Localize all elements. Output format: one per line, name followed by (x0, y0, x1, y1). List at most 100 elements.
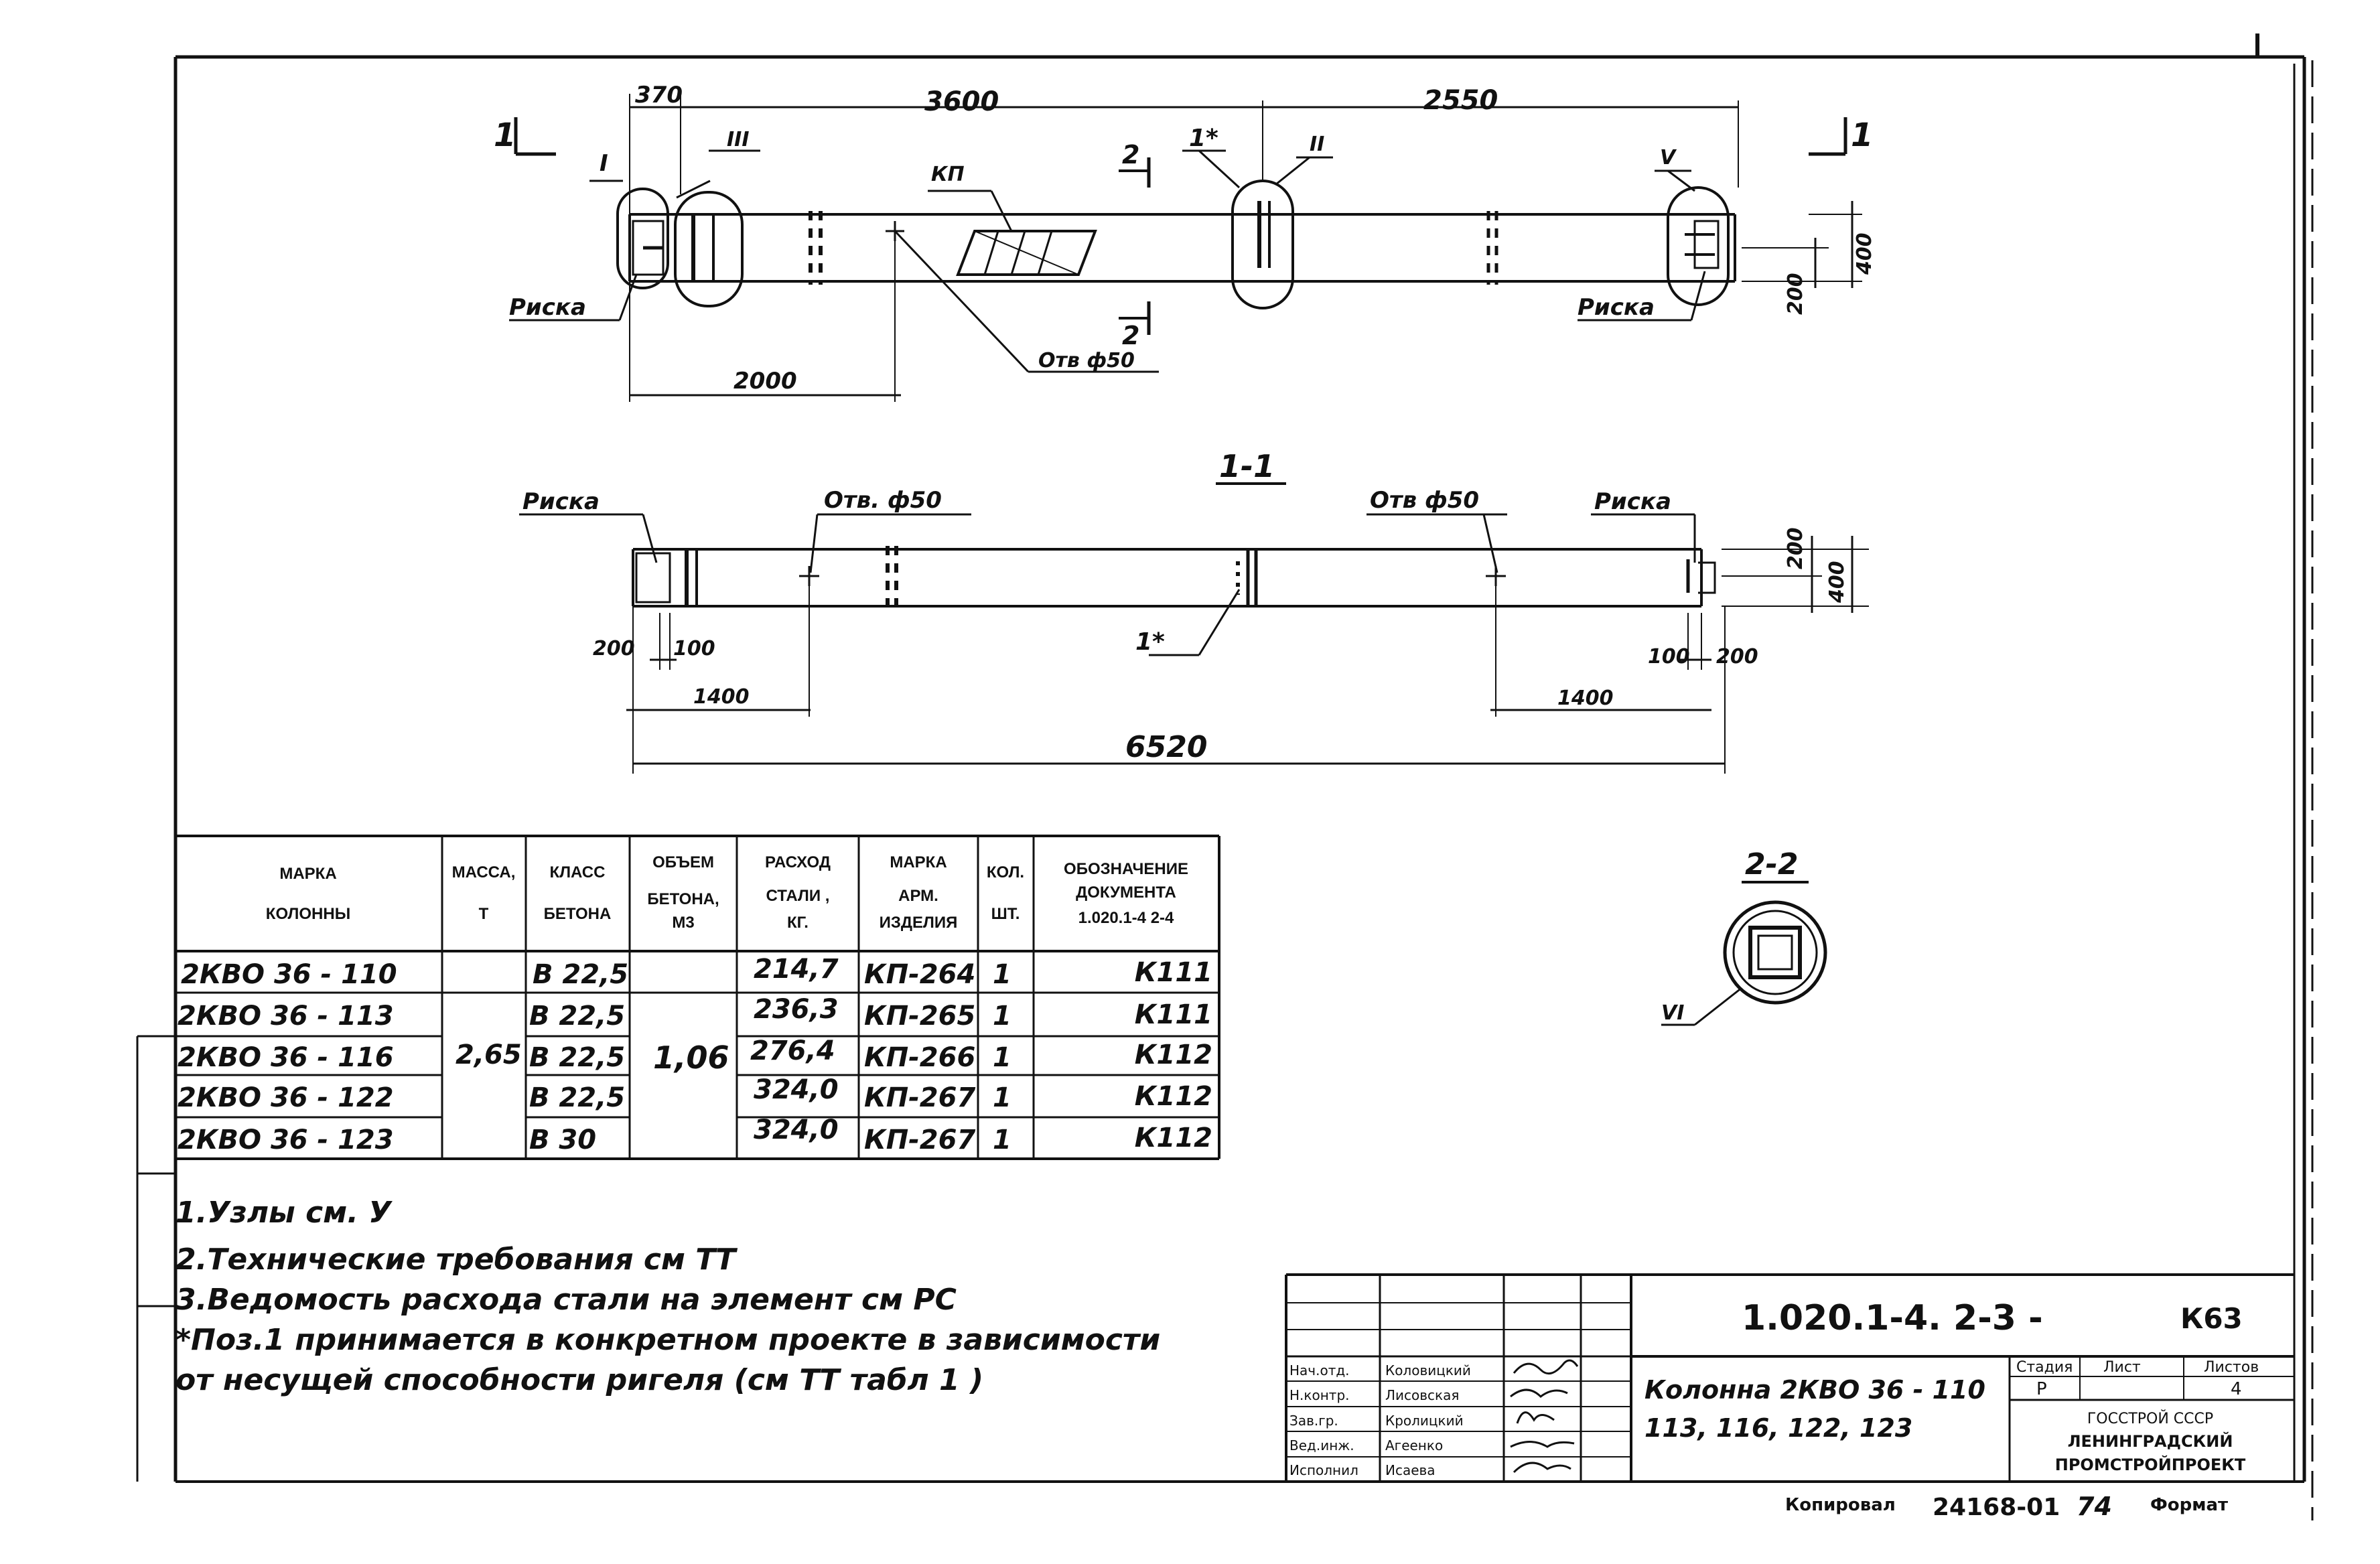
section-mark-1-right: 1 (1851, 117, 1873, 154)
hdr-vol-3: М3 (672, 914, 694, 932)
element-name-line-1: Колонна 2КВО 36 - 110 (1644, 1375, 1985, 1405)
node-mark-i: I (600, 150, 608, 177)
cell-mark: 2КВО 36 - 113 (178, 1001, 394, 1032)
role-4: Вед.инж. (1289, 1437, 1354, 1453)
cell-steel: 276,4 (750, 1036, 835, 1066)
person-3: Кролицкий (1385, 1413, 1464, 1429)
s11-dim-total: 6520 (1125, 730, 1207, 764)
table-row: 2КВО 36 - 113 В 22,5 236,3 КП-265 1 К111 (178, 994, 1212, 1032)
label-riska-left: Риска (509, 294, 586, 321)
section-mark-2-top: 2 (1122, 140, 1139, 169)
spec-table-headers: МАРКА КОЛОННЫ МАССА, Т КЛАСС БЕТОНА ОБЪЕ… (266, 853, 1188, 932)
cell-doc: К112 (1135, 1040, 1212, 1070)
role-5: Исполнил (1289, 1462, 1358, 1478)
cell-class: В 30 (529, 1125, 596, 1155)
pos-mark-1-star: 1* (1189, 125, 1218, 152)
hdr-doc-3: 1.020.1-4 2-4 (1078, 909, 1174, 927)
s11-dim-v400: 400 (1825, 561, 1849, 603)
cell-art: КП-264 (864, 959, 975, 990)
signatures (1510, 1359, 1579, 1474)
cell-doc: К112 (1135, 1081, 1212, 1112)
cell-art: КП-265 (864, 1001, 975, 1032)
note-2: 2.Технические требования см ТТ (176, 1242, 738, 1277)
cell-mark: 2КВО 36 - 116 (178, 1042, 394, 1073)
cell-art: КП-266 (864, 1042, 975, 1073)
cell-steel: 214,7 (754, 954, 839, 985)
hdr-vol-1: ОБЪЕМ (652, 853, 714, 871)
dim-200: 200 (1784, 273, 1807, 315)
plan-view (509, 94, 1862, 402)
hdr-qty-2: ШТ. (991, 905, 1020, 923)
hdr-class-1: КЛАСС (550, 863, 606, 881)
cell-steel: 324,0 (754, 1074, 839, 1105)
person-1: Коловицкий (1385, 1362, 1471, 1378)
node-callout-v (1667, 186, 1730, 306)
section-2-2-title: 2-2 (1745, 847, 1799, 881)
label-riska-right: Риска (1578, 294, 1655, 321)
cell-mark: 2КВО 36 - 123 (178, 1125, 394, 1155)
cell-class: В 22,5 (529, 1082, 625, 1113)
s11-dim-100-left: 100 (673, 637, 715, 660)
table-row: 2КВО 36 - 116 В 22,5 276,4 КП-266 1 К112 (178, 1036, 1212, 1073)
s11-dim-1400-left: 1400 (693, 685, 750, 709)
cell-class: В 22,5 (533, 959, 628, 990)
org-line-1: ГОССТРОЙ СССР (2087, 1410, 2213, 1427)
hdr-class-2: БЕТОНА (544, 905, 612, 923)
format-label: Формат (2150, 1495, 2228, 1515)
dim-370: 370 (635, 82, 683, 109)
org-line-3: ПРОМСТРОЙПРОЕКТ (2055, 1455, 2246, 1474)
hdr-mass-2: Т (479, 905, 489, 923)
hdr-art-1: МАРКА (890, 853, 947, 871)
s11-dim-v200: 200 (1784, 527, 1807, 569)
doc-code: 1.020.1-4. 2-3 - (1742, 1298, 2043, 1338)
cell-qty: 1 (993, 1082, 1011, 1113)
node-mark-ii: II (1310, 133, 1324, 156)
hdr-mark-1: МАРКА (279, 865, 336, 883)
org-line-2: ЛЕНИНГРАДСКИЙ (2068, 1431, 2233, 1451)
s11-riska-left: Риска (522, 488, 600, 515)
spec-table-body: 2,65 1,06 2КВО 36 - 110 В 22,5 214,7 КП-… (178, 954, 1212, 1155)
node-mark-v: V (1660, 146, 1677, 169)
role-1: Нач.отд. (1289, 1362, 1350, 1378)
hdr-doc-2: ДОКУМЕНТА (1076, 883, 1176, 902)
merged-volume: 1,06 (653, 1040, 729, 1076)
hdr-steel-1: РАСХОД (765, 853, 831, 871)
title-block-grid (1285, 1273, 2294, 1482)
hdr-art-3: ИЗДЕЛИЯ (880, 914, 958, 932)
table-row: 2КВО 36 - 110 В 22,5 214,7 КП-264 1 К111 (181, 954, 1212, 990)
s11-dim-200-right: 200 (1716, 645, 1758, 668)
node-callout-iii (674, 191, 744, 307)
note-3: 3.Ведомость расхода стали на элемент см … (176, 1283, 957, 1317)
cell-qty: 1 (993, 1042, 1011, 1073)
person-5: Исаева (1385, 1462, 1436, 1478)
cell-qty: 1 (993, 1125, 1011, 1155)
table-row: 2КВО 36 - 123 В 30 324,0 КП-267 1 К112 (178, 1115, 1212, 1155)
section-1-1-view (519, 482, 1869, 774)
dim-400: 400 (1853, 232, 1876, 275)
cell-mark: 2КВО 36 - 110 (181, 959, 397, 990)
note-1: 1.Узлы см. У (176, 1196, 393, 1230)
s11-pos-mark: 1* (1135, 628, 1165, 656)
cell-steel: 324,0 (754, 1115, 839, 1145)
archive-number: 24168-01 (1933, 1494, 2060, 1521)
cell-mark: 2КВО 36 - 122 (178, 1082, 394, 1113)
s11-hole-right: Отв ф50 (1370, 487, 1479, 514)
footer: Копировал 24168-01 74 Формат (1785, 1492, 2228, 1521)
cell-qty: 1 (993, 959, 1011, 990)
cell-doc: К111 (1135, 957, 1212, 988)
cell-qty: 1 (993, 1001, 1011, 1032)
sheets-value: 4 (2231, 1379, 2242, 1399)
sheet-label: Лист (2103, 1359, 2141, 1376)
dim-2550: 2550 (1423, 85, 1498, 116)
dim-3600: 3600 (924, 86, 999, 117)
plan-labels: 370 3600 2550 1 1 2 2 I III II V 1* КП Р… (494, 82, 1876, 395)
notes: 1.Узлы см. У 2.Технические требования см… (176, 1196, 1160, 1397)
spec-table-grid (176, 835, 1220, 1160)
section-2-2-view (1661, 881, 1827, 1026)
s11-riska-right: Риска (1594, 488, 1671, 515)
sheet-frame (136, 33, 2314, 1520)
stage-label: Стадия (2016, 1359, 2073, 1376)
dim-2000: 2000 (733, 368, 797, 395)
role-2: Н.контр. (1289, 1387, 1350, 1403)
